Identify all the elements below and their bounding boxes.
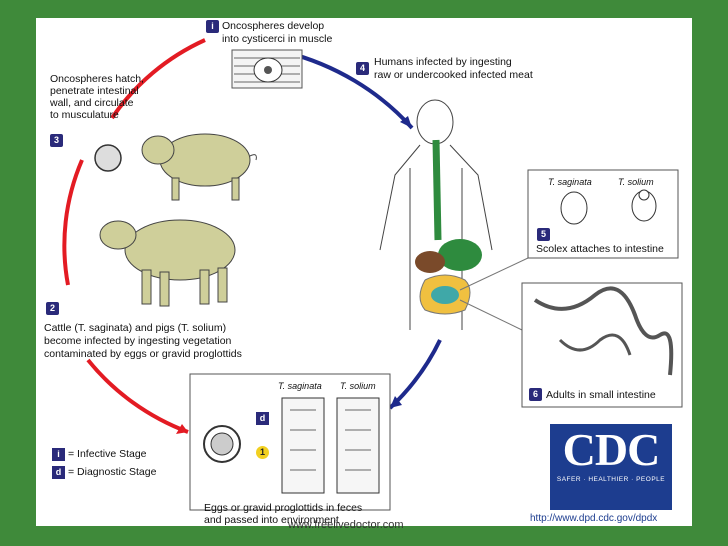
red-arrow-left [62,159,84,286]
adults-box [521,282,683,408]
step-2-text-line3: contaminated by eggs or gravid proglotti… [44,348,242,360]
red-arrow-top [110,38,206,120]
scolex-species-2: T. solium [618,177,654,187]
legend-diagnostic-badge: d [52,466,65,479]
step-badge-3: 3 [50,134,63,147]
step-3-text-line3: wall, and circulate [50,97,134,109]
step-badge-5: 5 [537,228,550,241]
eggs-species-2: T. solium [340,381,376,391]
eggs-text-line1: Eggs or gravid proglottids in feces [204,502,363,514]
step-3-text-line2: penetrate intestinal [50,85,139,97]
watermark-text: www.freelivedoctor.com [288,519,404,531]
scolex-box [527,169,679,259]
diagnostic-badge-eggs: d [256,412,269,425]
scolex-species-1: T. saginata [548,177,592,187]
legend-infective-label: = Infective Stage [68,448,147,460]
red-arrow-bottom [86,358,189,434]
step-2-text-line1: Cattle (T. saginata) and pigs (T. solium… [44,322,227,334]
step-badge-1: i [206,20,219,33]
human-figure-image [379,99,493,330]
cdc-url[interactable]: http://www.dpd.cdc.gov/dpdx [530,513,658,524]
cdc-logo-text: CDC [562,424,661,475]
step-badge-4: 4 [356,62,369,75]
eggs-text-line2: and passed into environment [204,514,339,526]
step-4-text-line2: raw or undercooked infected meat [374,69,533,81]
eggs-species-1: T. saginata [278,381,322,391]
legend-diagnostic-label: = Diagnostic Stage [68,466,157,478]
blue-arrow-bottom [388,339,442,410]
step-badge-1-eggs: 1 [256,446,269,459]
step-4-text-line1: Humans infected by ingesting [374,56,512,68]
step-badge-6: 6 [529,388,542,401]
oncosphere-image [94,144,122,172]
step-3-text-line1: Oncospheres hatch, [50,73,144,85]
cdc-tagline: SAFER · HEALTHIER · PEOPLE [556,476,666,483]
step-1-text-line1: Oncospheres develop [222,20,325,32]
legend-infective-badge: i [52,448,65,461]
step-badge-2: 2 [46,302,59,315]
step-1-text-line2: into cysticerci in muscle [222,33,333,45]
step-6-label: Adults in small intestine [546,389,656,401]
step-3-text-line4: to musculature [50,109,119,121]
cow-image [99,219,236,307]
eggs-box [189,373,391,511]
cdc-logo: CDC SAFER · HEALTHIER · PEOPLE [550,424,672,510]
cysticercus-muscle-image [231,49,303,89]
step-2-text-line2: become infected by ingesting vegetation [44,335,232,347]
step-5-label: Scolex attaches to intestine [536,243,664,255]
pig-image [141,133,257,201]
